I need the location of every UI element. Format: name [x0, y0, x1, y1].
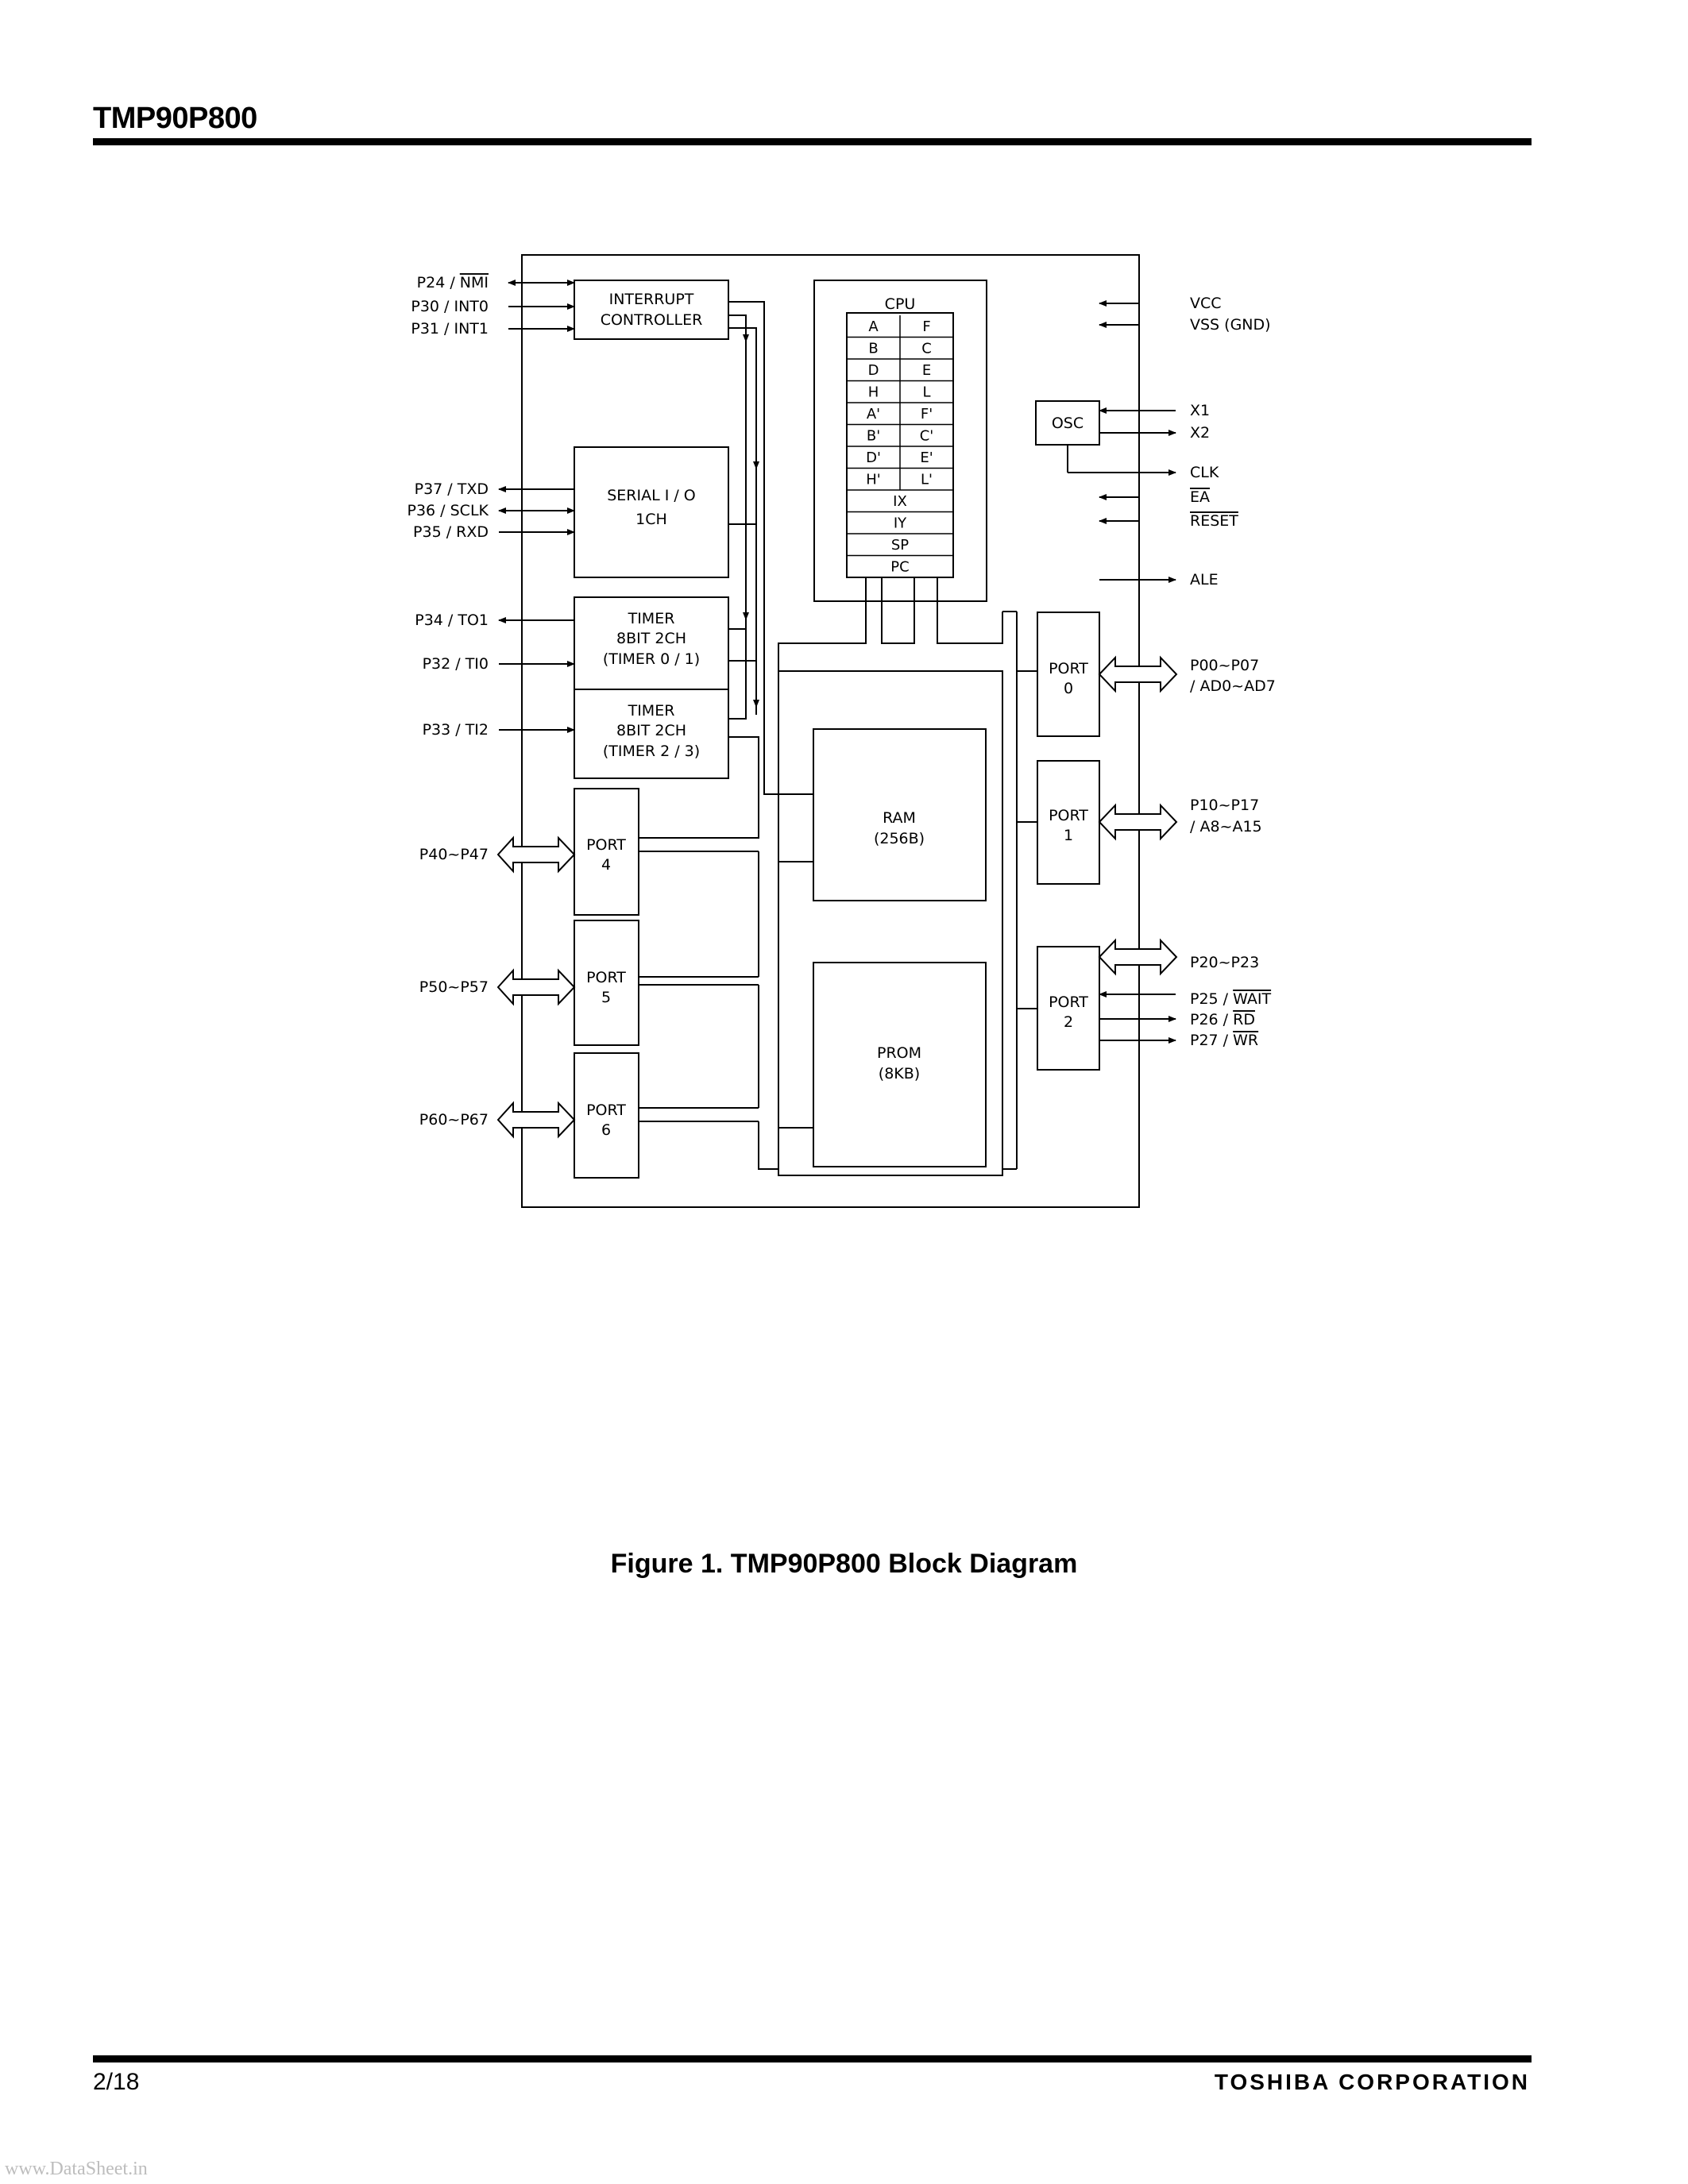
interrupt-label-1: INTERRUPT — [609, 291, 694, 308]
register-cell: A — [868, 318, 879, 335]
signal-p32: P32 / TI0 — [423, 655, 489, 673]
register-cell: D — [868, 362, 879, 379]
osc-label: OSC — [1052, 415, 1083, 432]
timer01-label-3: (TIMER 0 / 1) — [603, 650, 700, 668]
register-cell: F' — [921, 406, 933, 423]
memory-area — [778, 670, 1003, 1176]
register-labels: A F B C D E H L A' F' B' C' D' E' H' L' IX IY SP PC — [866, 318, 933, 576]
register-cell: H' — [866, 471, 880, 488]
timer23-label-2: 8BIT 2CH — [616, 722, 686, 739]
register-cell: SP — [891, 537, 909, 554]
signal-p0-1: P00~P07 — [1190, 657, 1259, 674]
serial-label-2: 1CH — [635, 511, 667, 528]
signal-p0-2: / AD0~AD7 — [1190, 677, 1276, 695]
interrupt-controller-block — [574, 280, 729, 340]
register-cell: B' — [867, 427, 880, 444]
signal-p1-2: / A8~A15 — [1190, 818, 1262, 835]
signal-port6: P60~P67 — [419, 1111, 489, 1129]
footer-rule — [93, 2055, 1532, 2062]
ram-label-1: RAM — [883, 809, 916, 827]
register-cell: A' — [867, 406, 880, 423]
signal-vss: VSS (GND) — [1190, 316, 1271, 334]
register-cell: L' — [921, 471, 933, 488]
external-signals — [498, 280, 1176, 1044]
port6-label-2: 6 — [601, 1121, 611, 1139]
register-cell: E — [922, 362, 931, 379]
prom-label-2: (8KB) — [879, 1065, 920, 1082]
timer01-label-1: TIMER — [628, 610, 675, 627]
serial-label-1: SERIAL I / O — [607, 487, 696, 504]
header-rule — [93, 138, 1532, 145]
register-grid — [847, 315, 953, 557]
port5-label-2: 5 — [601, 989, 611, 1006]
signal-p27-wr: P27 / WR — [1190, 1032, 1258, 1049]
signal-clk: CLK — [1190, 464, 1219, 481]
signal-p26-rd: P26 / RD — [1190, 1011, 1255, 1028]
port-6-block — [574, 1052, 639, 1179]
chip-outline — [521, 254, 1140, 1208]
register-cell: IX — [893, 493, 907, 510]
cpu-label: CPU — [885, 295, 916, 313]
timer01-label-2: 8BIT 2CH — [616, 630, 686, 647]
signal-port5: P50~P57 — [419, 978, 489, 996]
signal-port4: P40~P47 — [419, 846, 489, 863]
document-title: TMP90P800 — [93, 102, 257, 135]
signal-x2: X2 — [1190, 424, 1210, 442]
port1-label-1: PORT — [1049, 807, 1088, 824]
page-number: 2/18 — [93, 2069, 140, 2095]
prom-block — [813, 962, 987, 1167]
signal-vcc: VCC — [1190, 295, 1222, 312]
signal-x1: X1 — [1190, 402, 1210, 419]
signal-p34: P34 / TO1 — [415, 612, 489, 629]
signal-p33: P33 / TI2 — [423, 721, 489, 739]
ram-block — [813, 728, 987, 901]
signal-p31: P31 / INT1 — [411, 320, 489, 338]
port2-label-2: 2 — [1064, 1013, 1073, 1031]
register-cell: IY — [894, 515, 907, 531]
signal-ea: EA — [1190, 488, 1210, 506]
cpu-block — [813, 280, 987, 602]
prom-label-1: PROM — [877, 1044, 921, 1062]
signal-p1-1: P10~P17 — [1190, 797, 1259, 814]
port4-label-2: 4 — [601, 856, 611, 874]
signal-p36: P36 / SCLK — [408, 502, 489, 519]
port2-label-1: PORT — [1049, 994, 1088, 1011]
company-name: TOSHIBA CORPORATION — [1214, 2070, 1530, 2094]
bus-arrows — [496, 655, 1178, 1139]
signal-p20: P20~P23 — [1190, 954, 1259, 971]
register-cell: E' — [920, 450, 933, 466]
port6-label-1: PORT — [586, 1102, 626, 1119]
port5-label-1: PORT — [586, 969, 626, 986]
signal-p24-nmi: P24 / NMI — [417, 274, 489, 291]
register-file — [846, 312, 954, 578]
port0-label-2: 0 — [1064, 680, 1073, 697]
register-cell: D' — [866, 450, 881, 466]
register-cell: C — [921, 340, 932, 357]
port-5-block — [574, 920, 639, 1046]
port1-label-2: 1 — [1064, 827, 1073, 844]
timer23-label-1: TIMER — [628, 702, 675, 720]
port4-label-1: PORT — [586, 836, 626, 854]
signal-ale: ALE — [1190, 571, 1219, 588]
figure-caption: Figure 1. TMP90P800 Block Diagram — [610, 1549, 1078, 1579]
register-cell: L — [922, 384, 930, 400]
port0-label-1: PORT — [1049, 660, 1088, 677]
register-cell: B — [868, 340, 878, 357]
signal-p30: P30 / INT0 — [411, 298, 489, 315]
signal-p35: P35 / RXD — [413, 523, 489, 541]
interrupt-label-2: CONTROLLER — [601, 311, 703, 329]
signal-p37: P37 / TXD — [415, 480, 489, 498]
timer-2-3-block — [574, 689, 729, 779]
register-cell: F — [922, 318, 930, 335]
signal-reset: RESET — [1190, 512, 1238, 530]
watermark-text: www.DataSheet.in — [5, 2159, 148, 2179]
timer23-label-3: (TIMER 2 / 3) — [603, 743, 700, 760]
ram-label-2: (256B) — [874, 830, 925, 847]
signal-p25-wait: P25 / WAIT — [1190, 990, 1271, 1008]
internal-bus — [639, 301, 1068, 1170]
register-cell: PC — [890, 558, 909, 575]
register-cell: C' — [920, 427, 934, 444]
register-cell: H — [868, 384, 879, 400]
